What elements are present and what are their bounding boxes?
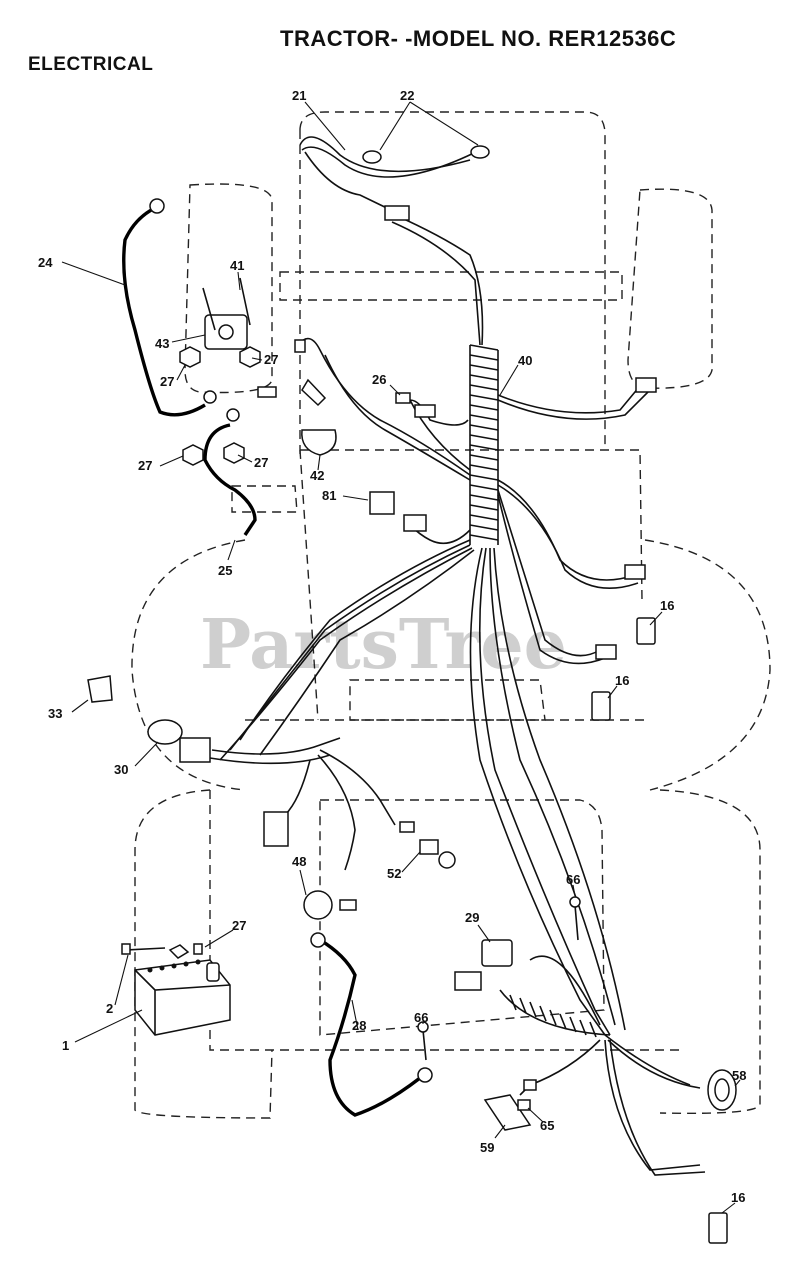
seat-switch-29: [481, 939, 513, 967]
cable-28-ring: [417, 1067, 433, 1083]
part-52: [419, 839, 439, 855]
harness-connector-lower: [595, 644, 617, 660]
solenoid-bolts: [202, 277, 251, 331]
callout-24: 24: [38, 255, 53, 270]
callout-58: 58: [732, 1068, 746, 1083]
nut-27-c: [182, 444, 204, 466]
relay-socket: [403, 514, 427, 532]
callout-52: 52: [387, 866, 401, 881]
nut-27-d: [223, 442, 245, 464]
battery-bolt-head: [121, 943, 131, 955]
battery-bolt-2: [124, 947, 166, 951]
battery-terminal: [168, 944, 190, 959]
seat-switch-connector: [454, 971, 482, 991]
callout-22: 22: [400, 88, 414, 103]
fuse-holder: [257, 386, 277, 398]
cable-24-ring: [203, 390, 217, 404]
callout-2: 2: [106, 1001, 113, 1016]
part-65-b: [523, 1079, 537, 1091]
solenoid-post: [218, 324, 234, 340]
harness-connector-right: [635, 377, 657, 393]
terminal-boot: [206, 962, 220, 982]
callout-26: 26: [372, 372, 386, 387]
ignition-connector: [179, 737, 211, 763]
callout-16-c: 16: [731, 1190, 745, 1205]
cable-24: [122, 206, 206, 417]
cable-28-top-ring: [310, 932, 326, 948]
callout-59: 59: [480, 1140, 494, 1155]
callout-25: 25: [218, 563, 232, 578]
watermark-text: PartsTree: [200, 605, 567, 685]
part-48: [303, 890, 333, 920]
part-48-terminal: [339, 899, 357, 911]
callout-27-e: 27: [232, 918, 246, 933]
callout-33: 33: [48, 706, 62, 721]
diagram-title: TRACTOR- -MODEL NO. RER12536C: [280, 26, 677, 51]
callout-81: 81: [322, 488, 336, 503]
callout-16-b: 16: [615, 673, 629, 688]
callout-21: 21: [292, 88, 306, 103]
headlight-connector: [384, 205, 410, 221]
callout-labels: 21 22 24 41 43 27 27 27 27 40 26 42 81 2…: [38, 88, 746, 1205]
battery-cables: [122, 206, 422, 1117]
bolt-66-a-head: [569, 896, 581, 908]
callout-66-a: 66: [566, 872, 580, 887]
parts: [87, 145, 737, 1244]
bracket-33: [87, 675, 113, 703]
leader-lines: [61, 101, 741, 1214]
harness-clip-small: [294, 339, 306, 353]
harness-clip-42: [301, 429, 337, 456]
interlock-switch-16-c: [708, 1212, 728, 1244]
harness-connector-mid: [624, 564, 646, 580]
cable-28: [319, 938, 422, 1117]
nut-27-a: [179, 346, 201, 368]
nut-27-b: [239, 346, 261, 368]
bolt-66-b: [422, 1029, 427, 1061]
callout-41: 41: [230, 258, 244, 273]
interlock-switch-16-b: [591, 691, 611, 721]
tractor-outline: [131, 111, 771, 1119]
harness-clip: [301, 378, 327, 407]
callout-66-b: 66: [414, 1010, 428, 1025]
callout-27-c: 27: [138, 458, 152, 473]
relay-81: [369, 491, 395, 515]
bracket-59: [483, 1094, 532, 1131]
callout-28: 28: [352, 1018, 366, 1033]
section-heading: ELECTRICAL: [28, 54, 154, 75]
callout-1: 1: [62, 1038, 69, 1053]
nut-27-e: [193, 943, 203, 955]
connector-26-b: [414, 404, 436, 418]
part-52-cap: [438, 851, 456, 869]
main-wiring-harness: [209, 136, 706, 1176]
headlight-right: [470, 145, 490, 159]
harness-connector-block: [263, 811, 289, 847]
callout-42: 42: [310, 468, 324, 483]
bolt-66-a: [574, 904, 579, 941]
callout-16-a: 16: [660, 598, 674, 613]
headlight-left: [362, 150, 382, 164]
callout-65: 65: [540, 1118, 554, 1133]
battery-edges: [134, 969, 231, 1035]
callout-30: 30: [114, 762, 128, 777]
cable-24-terminal: [149, 198, 165, 214]
harness-terminal: [399, 821, 415, 833]
callout-29: 29: [465, 910, 479, 925]
callout-43: 43: [155, 336, 169, 351]
callout-40: 40: [518, 353, 532, 368]
callout-27-b: 27: [264, 352, 278, 367]
cable-25: [203, 423, 257, 536]
connector-26: [395, 392, 411, 404]
battery: [134, 959, 231, 1036]
cable-25-ring: [226, 408, 240, 422]
callout-48: 48: [292, 854, 306, 869]
part-65: [517, 1099, 531, 1111]
callout-27-a: 27: [160, 374, 174, 389]
ignition-switch-30: [147, 719, 183, 745]
callout-27-d: 27: [254, 455, 268, 470]
